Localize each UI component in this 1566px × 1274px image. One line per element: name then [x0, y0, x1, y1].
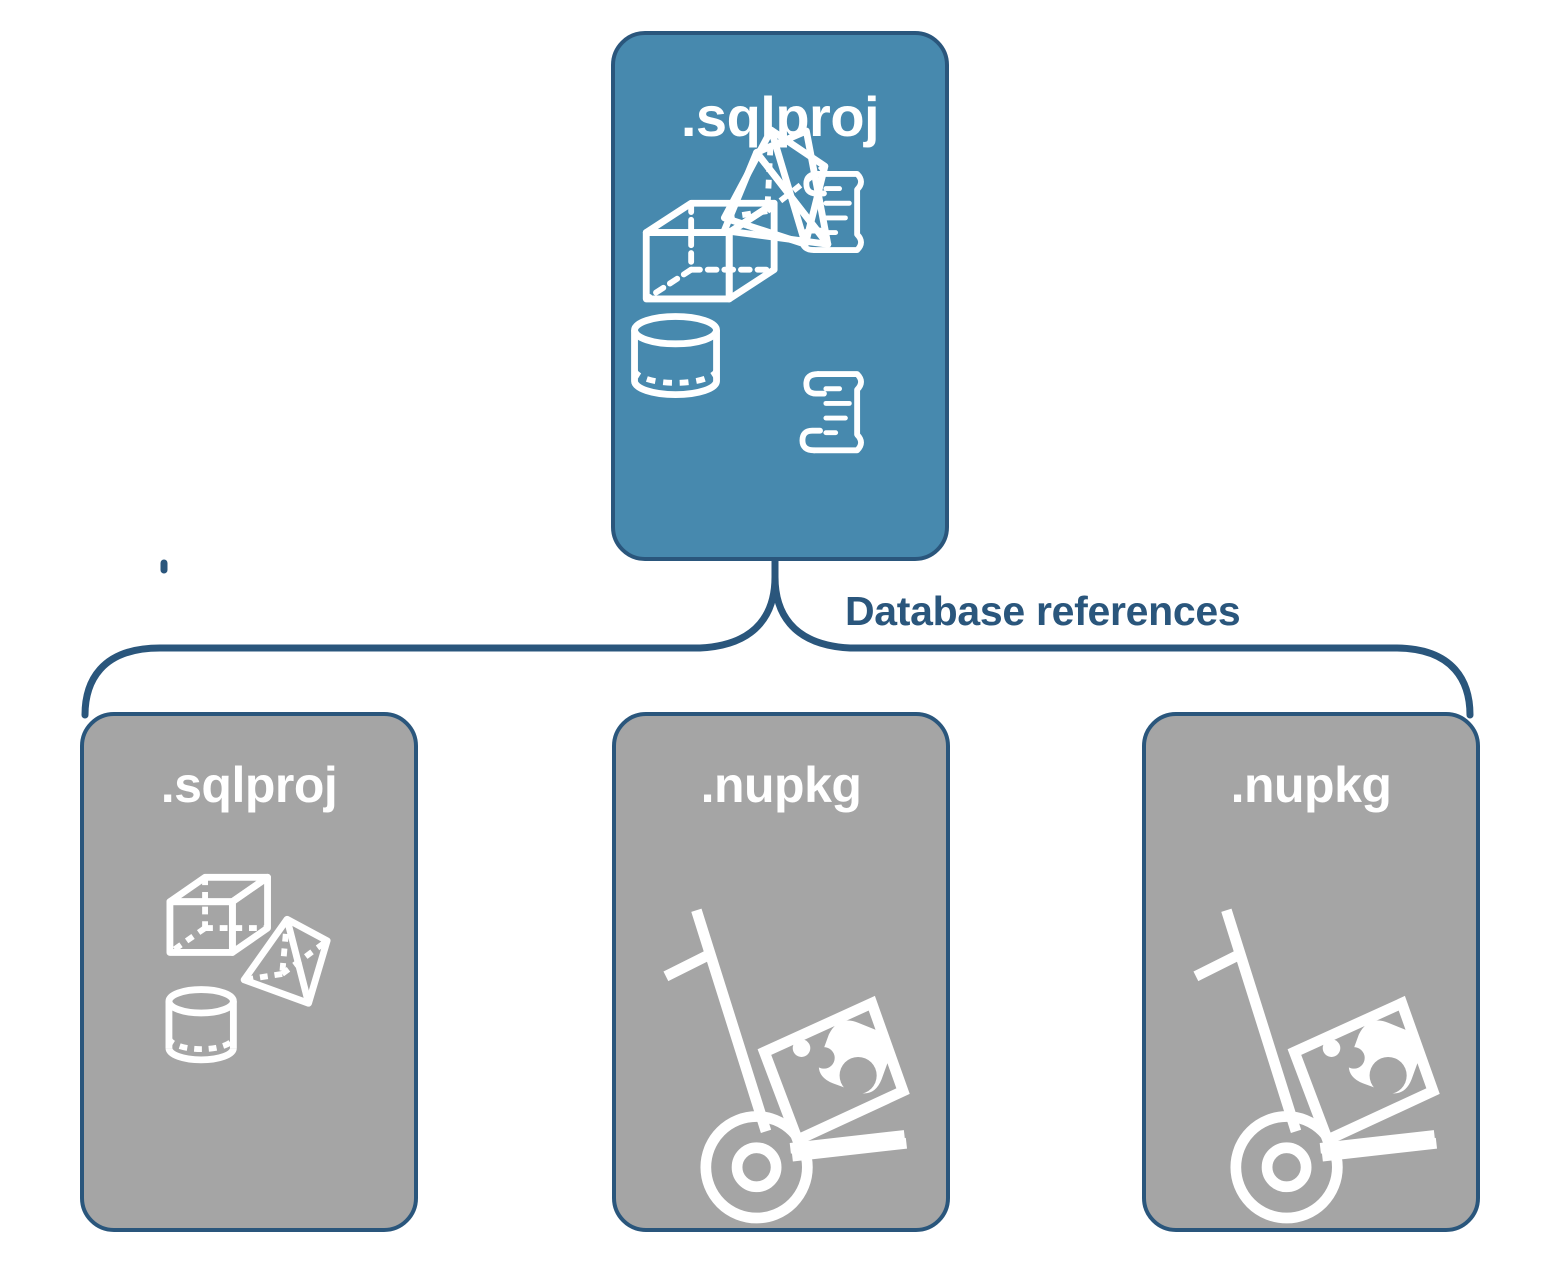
node-ref-sqlproj-title: .sqlproj	[160, 757, 338, 813]
ref-nupkg-2-icon-group	[1146, 716, 1476, 1228]
hand-truck-wheel-icon	[1230, 1111, 1343, 1224]
scroll-icon-bottom	[799, 371, 864, 454]
node-ref-sqlproj[interactable]: .sqlproj	[80, 712, 418, 1232]
node-ref-nupkg-2-title: .nupkg	[1230, 757, 1392, 813]
ref-nupkg-1-icon-group	[616, 716, 946, 1228]
node-root-sqlproj[interactable]: .sqlproj	[611, 31, 949, 561]
nuget-package-icon	[1287, 995, 1440, 1148]
connector-brace	[0, 555, 1566, 745]
pyramid-icon	[240, 915, 331, 1007]
cube-icon	[166, 873, 271, 956]
hand-truck-icon	[1193, 908, 1438, 1162]
node-ref-nupkg-2[interactable]: .nupkg	[1142, 712, 1480, 1232]
cylinder-icon	[165, 986, 237, 1064]
node-ref-nupkg-1-title: .nupkg	[700, 757, 862, 813]
root-icon-group	[615, 35, 945, 557]
hand-truck-icon	[663, 908, 908, 1162]
node-ref-nupkg-1[interactable]: .nupkg	[612, 712, 950, 1232]
hand-truck-wheel-icon	[700, 1111, 813, 1224]
nuget-package-icon	[757, 995, 910, 1148]
cube-icon	[642, 199, 778, 303]
connector-label: Database references	[845, 588, 1241, 634]
cylinder-icon-shape	[631, 313, 720, 398]
scroll-icon-top	[799, 171, 864, 254]
ref-sqlproj-icon-group	[84, 716, 414, 1228]
